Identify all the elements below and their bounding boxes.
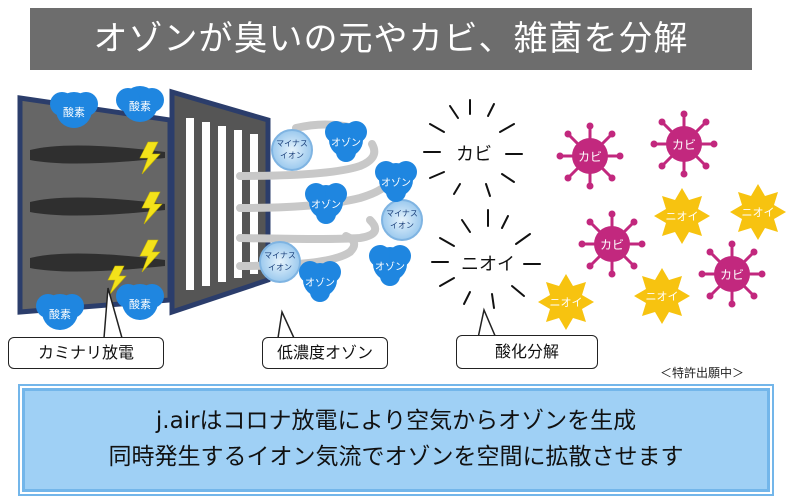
- patent-pending-note: ＜特許出願中＞: [660, 366, 745, 380]
- oxygen-bubble: 酸素: [50, 92, 98, 128]
- callout-oxidative-decomposition-text: 酸化分解: [494, 342, 559, 361]
- minus-ion-label-1: マイナス: [264, 251, 296, 260]
- lightning-bolts: [107, 141, 163, 295]
- needle: [30, 197, 165, 216]
- ozone-label: オゾン: [305, 277, 335, 289]
- odor-reaction-burst: ニオイ: [431, 209, 541, 309]
- mold-germs: カビ カビ カビ カビ: [556, 110, 766, 308]
- ozone-bubble: オゾン: [299, 261, 341, 302]
- minus-ion-label-1: マイナス: [386, 209, 418, 218]
- mold-reaction-burst: カビ: [423, 99, 523, 197]
- minus-ion-label-1: マイナス: [276, 139, 308, 148]
- ozone-bubble: オゾン: [325, 121, 367, 162]
- mold-germ-label: カビ: [720, 268, 744, 282]
- callout-oxidative-decomposition: 酸化分解: [456, 335, 598, 369]
- lightning-icon: [139, 141, 161, 175]
- lightning-icon: [139, 239, 161, 273]
- minus-ion-bubbles: マイナス イオン マイナス イオン マイナス イオン: [259, 129, 423, 283]
- explanation-line-1: j.airはコロナ放電により空気からオゾンを生成: [155, 408, 637, 434]
- oxygen-label: 酸素: [129, 297, 151, 311]
- odor-particle-label: ニオイ: [742, 206, 775, 219]
- callout-corona-discharge-text: カミナリ放電: [37, 343, 134, 362]
- needle: [30, 253, 165, 272]
- odor-particle-label: ニオイ: [550, 296, 583, 309]
- minus-ion-label-2: イオン: [280, 151, 304, 160]
- page-title: オゾンが臭いの元やカビ、雑菌を分解: [93, 19, 689, 59]
- callout-low-concentration-ozone: 低濃度オゾン: [262, 337, 388, 369]
- callout-corona-discharge: カミナリ放電: [8, 337, 164, 369]
- odor-particle-label: ニオイ: [666, 210, 699, 223]
- pointer-decomp: [477, 307, 498, 339]
- ozone-label: オゾン: [375, 261, 405, 273]
- ozone-bubble: オゾン: [375, 161, 417, 202]
- minus-ion-label-2: イオン: [390, 221, 414, 230]
- oxygen-bubbles: 酸素 酸素 酸素 酸素: [36, 86, 164, 330]
- ozone-bubble: オゾン: [369, 245, 411, 286]
- mold-germ: カビ: [556, 122, 624, 190]
- minus-ion-bubble: マイナス イオン: [381, 199, 423, 241]
- pointer-ozone: [277, 309, 296, 339]
- ozone-label: オゾン: [381, 177, 411, 189]
- mold-germ: カビ: [650, 110, 718, 178]
- airflow-stream: [236, 140, 379, 180]
- oxygen-label: 酸素: [49, 307, 71, 321]
- odor-particle-label: ニオイ: [646, 290, 679, 303]
- oxygen-bubble: 酸素: [116, 284, 164, 320]
- ozone-diagram: 酸素 酸素 酸素 酸素 マイナス: [17, 86, 786, 339]
- explanation-line-2: 同時発生するイオン気流でオゾンを空間に拡散させます: [108, 444, 684, 470]
- mold-germ-label: カビ: [672, 138, 696, 152]
- odor-particle: ニオイ: [634, 268, 690, 324]
- oxygen-label: 酸素: [129, 99, 151, 113]
- lightning-icon: [141, 191, 163, 225]
- electrode-needles: [30, 145, 165, 272]
- grille-panel: [169, 88, 271, 316]
- needle: [30, 145, 165, 164]
- mold-germ-label: カビ: [578, 150, 602, 164]
- mold-germ: カビ: [698, 240, 766, 308]
- odor-particles: ニオイ ニオイ ニオイ ニオイ: [538, 184, 786, 330]
- explanation-box: j.airはコロナ放電により空気からオゾンを生成 同時発生するイオン気流でオゾン…: [20, 386, 772, 494]
- title-banner: オゾンが臭いの元やカビ、雑菌を分解: [30, 8, 752, 70]
- ozone-label: オゾン: [331, 137, 361, 149]
- minus-ion-bubble: マイナス イオン: [259, 241, 301, 283]
- mold-germ: カビ: [578, 210, 646, 278]
- mold-reaction-label: カビ: [456, 144, 492, 165]
- odor-particle: ニオイ: [730, 184, 786, 240]
- ozone-bubble: オゾン: [305, 183, 347, 224]
- lightning-icon: [107, 265, 127, 295]
- ozone-bubbles: オゾン オゾン オゾン オゾン オゾン: [299, 121, 417, 302]
- odor-particle: ニオイ: [654, 188, 710, 244]
- odor-particle: ニオイ: [538, 274, 594, 330]
- oxygen-bubble: 酸素: [116, 86, 164, 122]
- oxygen-label: 酸素: [63, 105, 85, 119]
- minus-ion-label-2: イオン: [268, 263, 292, 272]
- airflow-stream: [236, 216, 380, 243]
- odor-reaction-label: ニオイ: [461, 254, 515, 275]
- minus-ion-bubble: マイナス イオン: [271, 129, 313, 171]
- callout-low-concentration-ozone-text: 低濃度オゾン: [276, 343, 373, 362]
- ozone-label: オゾン: [311, 199, 341, 211]
- oxygen-bubble: 酸素: [36, 294, 84, 330]
- mold-germ-label: カビ: [600, 238, 624, 252]
